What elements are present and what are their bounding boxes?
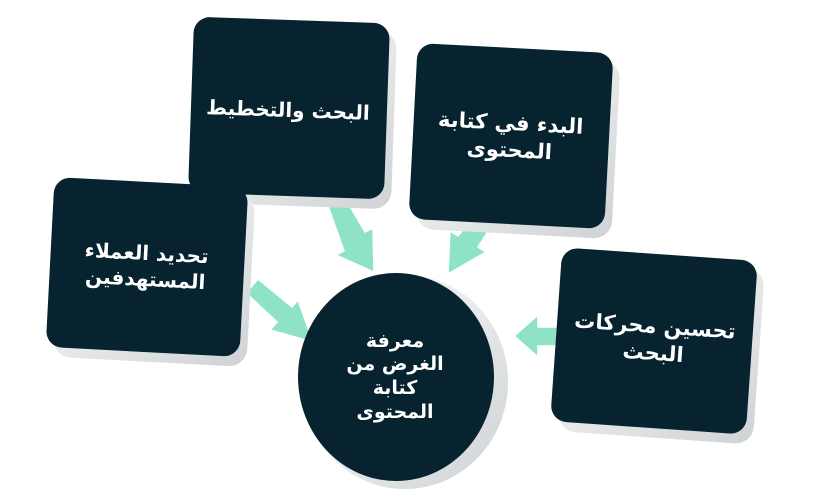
node-box-planning [188,17,397,209]
node-label-writing: البدء في كتابة المحتوى [437,106,584,165]
node-box-writing [409,43,620,239]
node-label-audience: تحديد العملاء المستهدفين [84,237,210,295]
node-label-planning: البحث والتخطيط [205,95,371,125]
node-box-audience [46,177,255,367]
center-node-circle [298,273,508,489]
center-label: معرفة الغرض من كتابة المحتوى [346,329,444,423]
arrow-audience-to-center [244,277,315,344]
node-label-seo: تحسين محركات البحث [573,308,737,368]
node-box-seo [551,248,764,444]
